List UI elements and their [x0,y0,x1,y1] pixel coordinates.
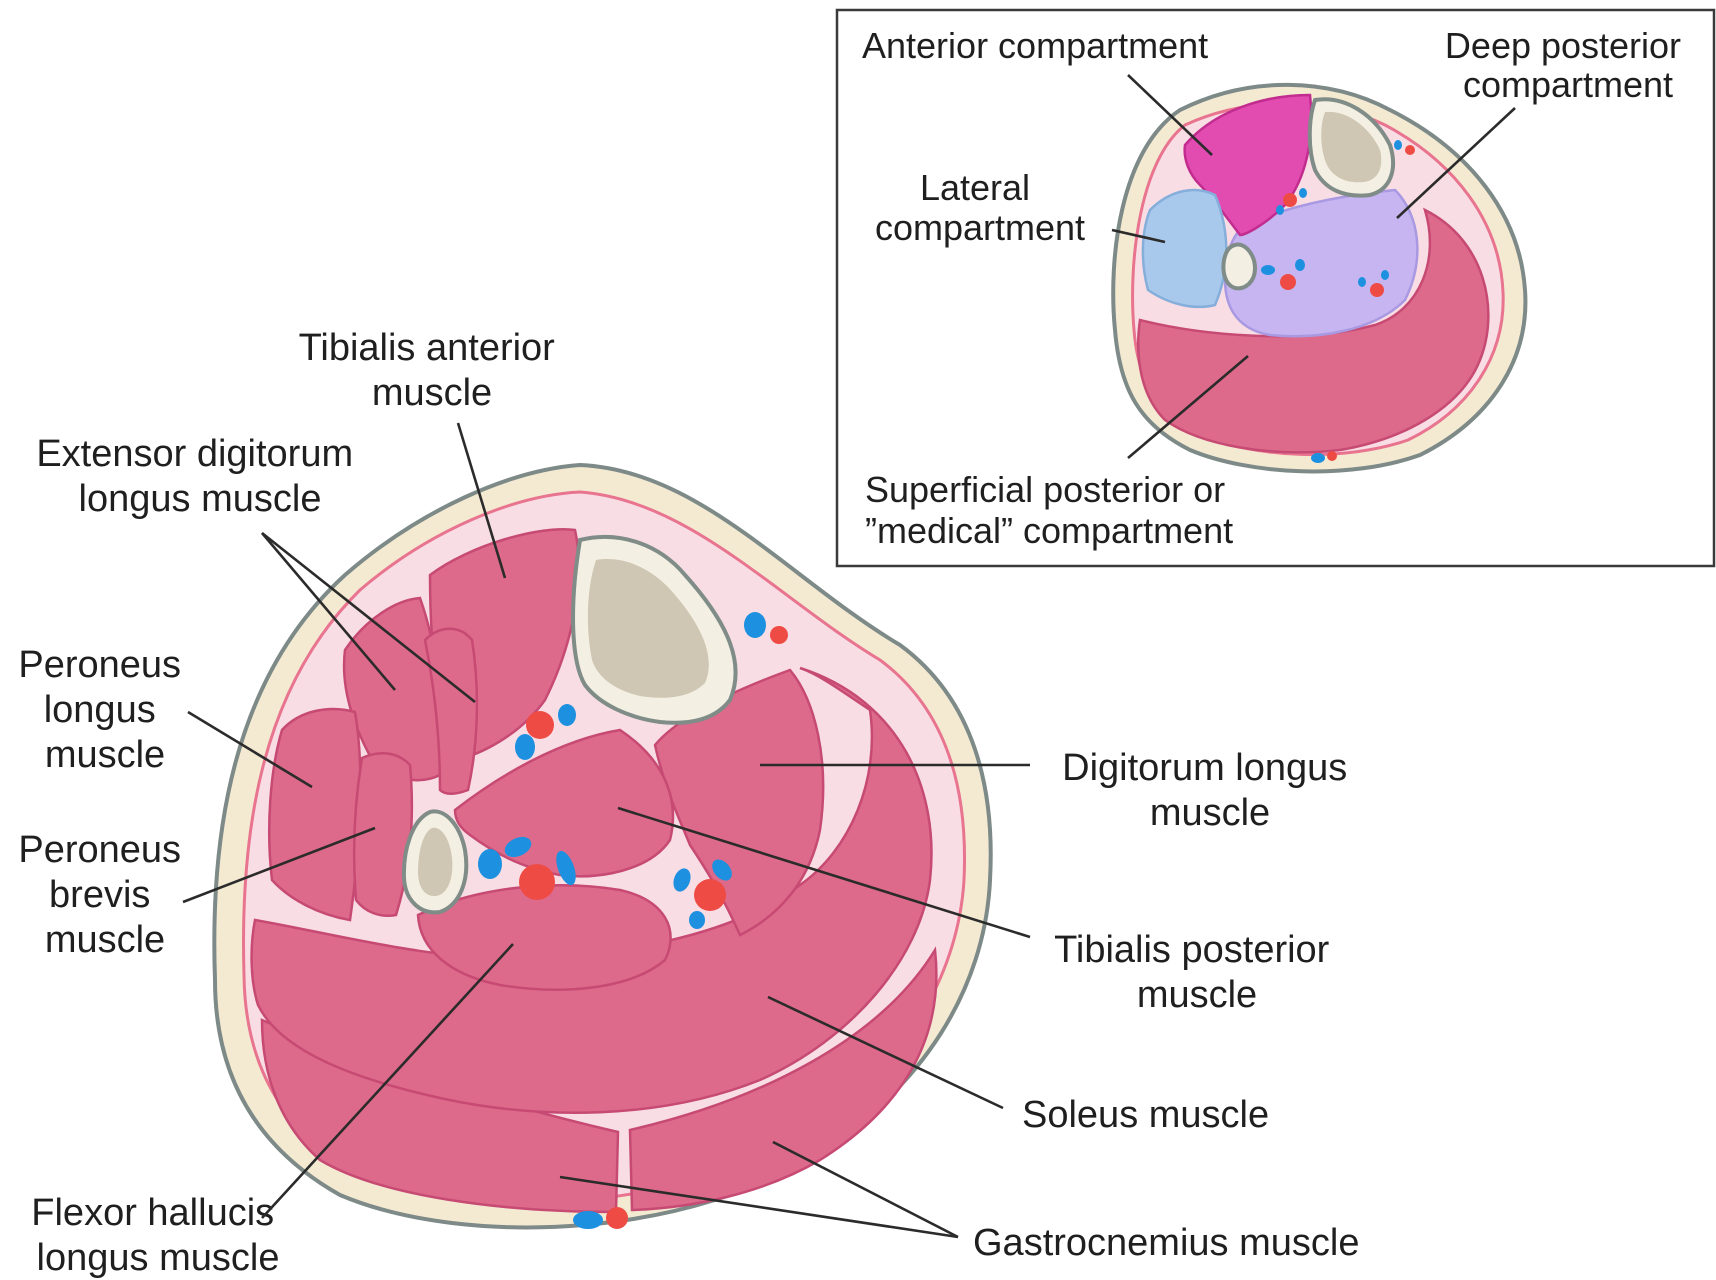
peroneus-longus [269,709,360,920]
label-tibialis-posterior: Tibialis posterior muscle [1054,929,1340,1016]
inset-label-anterior: Anterior compartment [862,25,1208,66]
label-tibialis-anterior: Tibialis anterior muscle [299,327,566,414]
label-digitorum-longus: Digitorum longus muscle [1062,747,1358,834]
main-cross-section [214,465,990,1229]
label-peroneus-brevis: Peroneus brevis muscle [18,829,191,961]
peroneus-brevis [354,753,412,916]
inset-lateral-compartment [1143,190,1226,307]
label-peroneus-longus: Peroneus longus muscle [18,644,191,776]
inset-fibula [1223,245,1255,289]
label-gastrocnemius: Gastrocnemius muscle [973,1222,1359,1264]
inset-label-superficial: Superficial posterior or ”medical” compa… [865,469,1235,551]
label-extensor-digitorum: Extensor digitorum longus muscle [36,433,363,520]
compartments-inset: Anterior compartment Deep posterior comp… [837,10,1714,566]
label-soleus: Soleus muscle [1022,1094,1269,1136]
inset-label-deep-posterior: Deep posterior compartment [1445,25,1691,105]
label-flexor-hallucis: Flexor hallucis longus muscle [31,1192,284,1279]
